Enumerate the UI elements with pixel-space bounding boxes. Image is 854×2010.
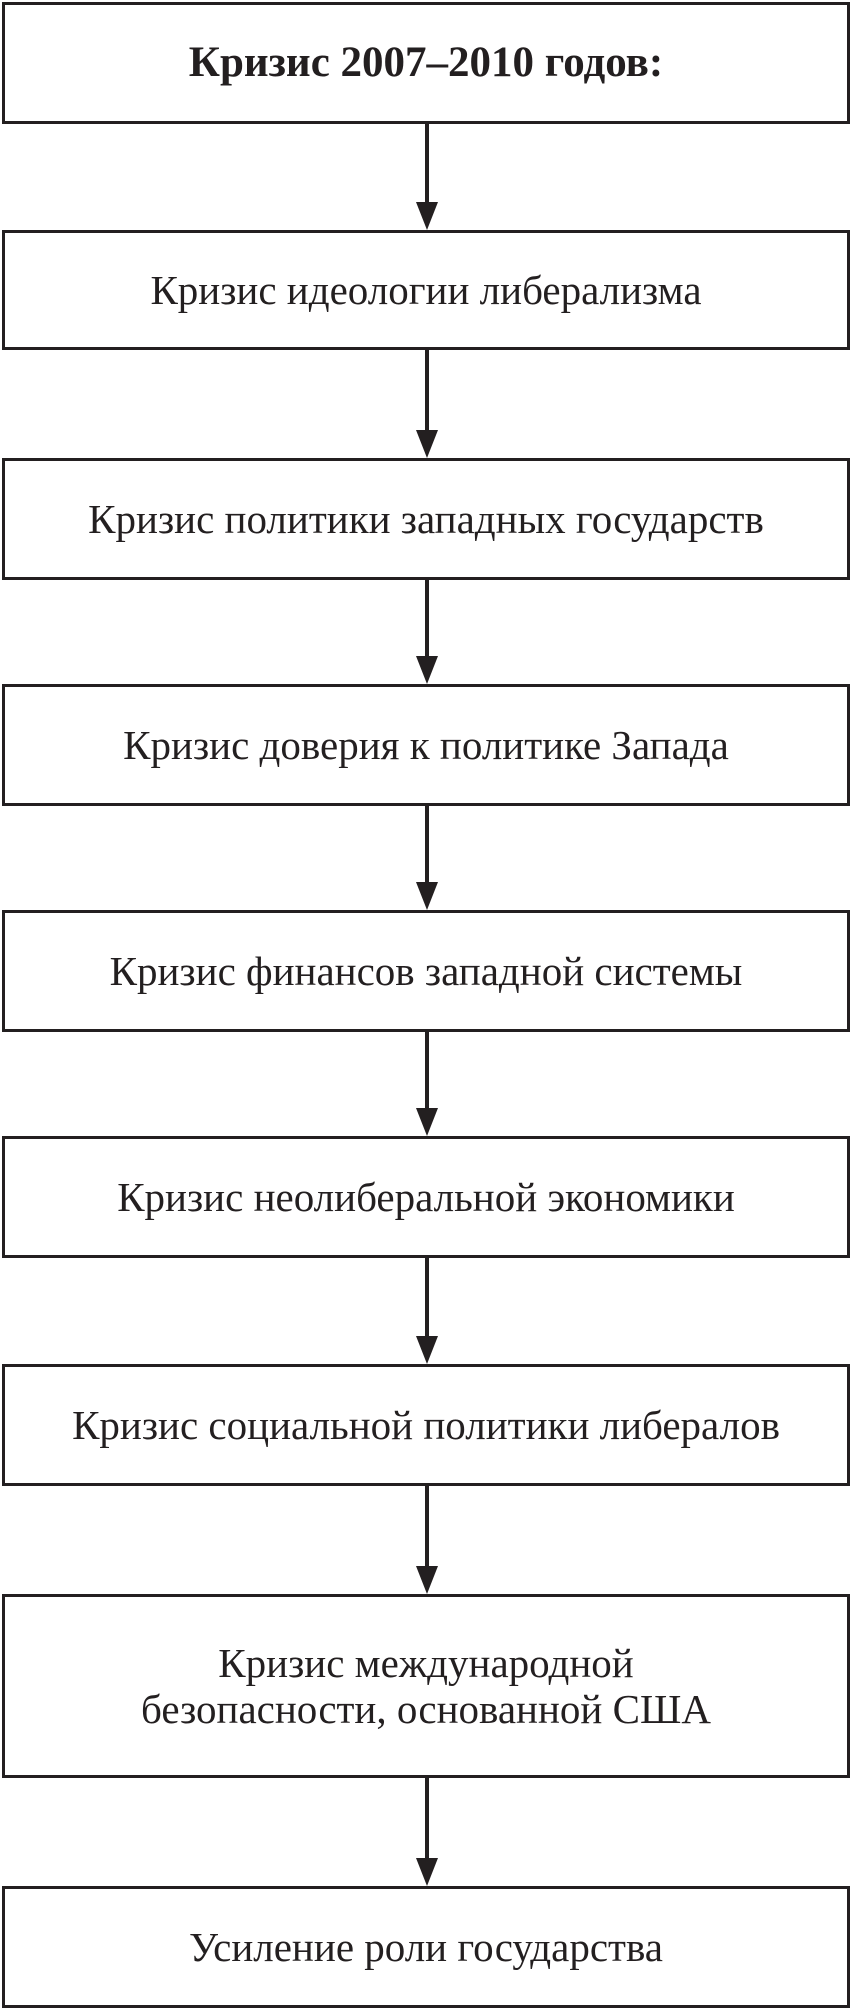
step-box-4: Кризис финансов западной системы: [2, 910, 850, 1032]
step-text: Кризис политики западных государств: [88, 496, 764, 542]
step-box-1: Кризис идеологии либерализма: [2, 230, 850, 350]
title-box: Кризис 2007–2010 годов:: [2, 2, 850, 124]
step-box-5: Кризис неолиберальной экономики: [2, 1136, 850, 1258]
arrow-down-icon: [416, 1486, 438, 1594]
step-box-2: Кризис политики западных государств: [2, 458, 850, 580]
arrow-down-icon: [416, 806, 438, 910]
step-text: Кризис неолиберальной экономики: [117, 1174, 735, 1220]
step-text: Кризис финансов западной системы: [109, 948, 743, 994]
arrow-down-icon: [416, 580, 438, 684]
step-box-3: Кризис доверия к политике Запада: [2, 684, 850, 806]
arrow-down-icon: [416, 1778, 438, 1886]
step-box-7: Кризис международной безопасности, основ…: [2, 1594, 850, 1778]
step-box-8: Усиление роли государства: [2, 1886, 850, 2008]
step-text: Кризис социальной политики либералов: [72, 1402, 780, 1448]
step-text: Кризис доверия к политике Запада: [123, 722, 729, 768]
step-text: Кризис идеологии либерализма: [150, 267, 702, 313]
arrow-down-icon: [416, 350, 438, 458]
arrow-down-icon: [416, 124, 438, 230]
step-box-6: Кризис социальной политики либералов: [2, 1364, 850, 1486]
step-text: Усиление роли государства: [189, 1924, 663, 1970]
arrow-down-icon: [416, 1032, 438, 1136]
title-text: Кризис 2007–2010 годов:: [188, 39, 664, 86]
step-text: Кризис международной безопасности, основ…: [141, 1640, 711, 1732]
arrow-down-icon: [416, 1258, 438, 1364]
